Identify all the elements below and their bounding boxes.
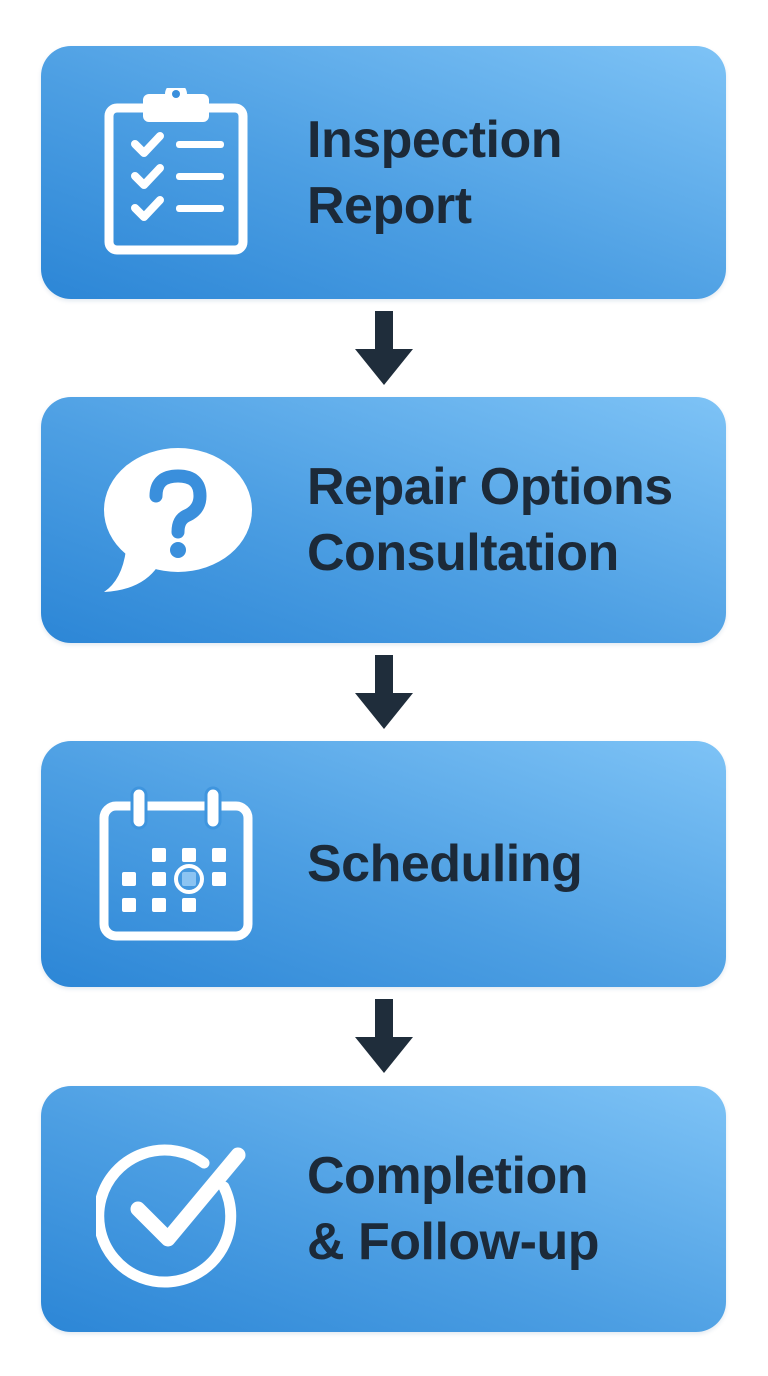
down-arrow-icon bbox=[355, 655, 413, 729]
check-circle-icon bbox=[91, 1124, 261, 1294]
step-label-line2: Consultation bbox=[307, 524, 619, 582]
step-label: Scheduling bbox=[307, 831, 706, 897]
down-arrow-icon bbox=[355, 311, 413, 385]
step-scheduling: Scheduling bbox=[41, 741, 726, 987]
step-label-line1: Completion bbox=[307, 1147, 588, 1205]
question-speech-bubble-icon bbox=[91, 435, 261, 605]
step-inspection-report: Inspection Report bbox=[41, 46, 726, 299]
step-label-line2: Report bbox=[307, 176, 472, 235]
step-label: Completion & Follow-up bbox=[307, 1143, 706, 1275]
step-repair-options-consultation: Repair Options Consultation bbox=[41, 397, 726, 643]
step-label: Repair Options Consultation bbox=[307, 454, 706, 586]
calendar-icon bbox=[91, 779, 261, 949]
step-label-line2: & Follow-up bbox=[307, 1213, 599, 1271]
step-label-line1: Scheduling bbox=[307, 835, 583, 893]
step-label: Inspection Report bbox=[307, 107, 706, 239]
step-label-line1: Inspection bbox=[307, 110, 563, 169]
step-completion-follow-up: Completion & Follow-up bbox=[41, 1086, 726, 1332]
clipboard-checklist-icon bbox=[91, 87, 261, 258]
step-label-line1: Repair Options bbox=[307, 458, 673, 516]
down-arrow-icon bbox=[355, 999, 413, 1073]
